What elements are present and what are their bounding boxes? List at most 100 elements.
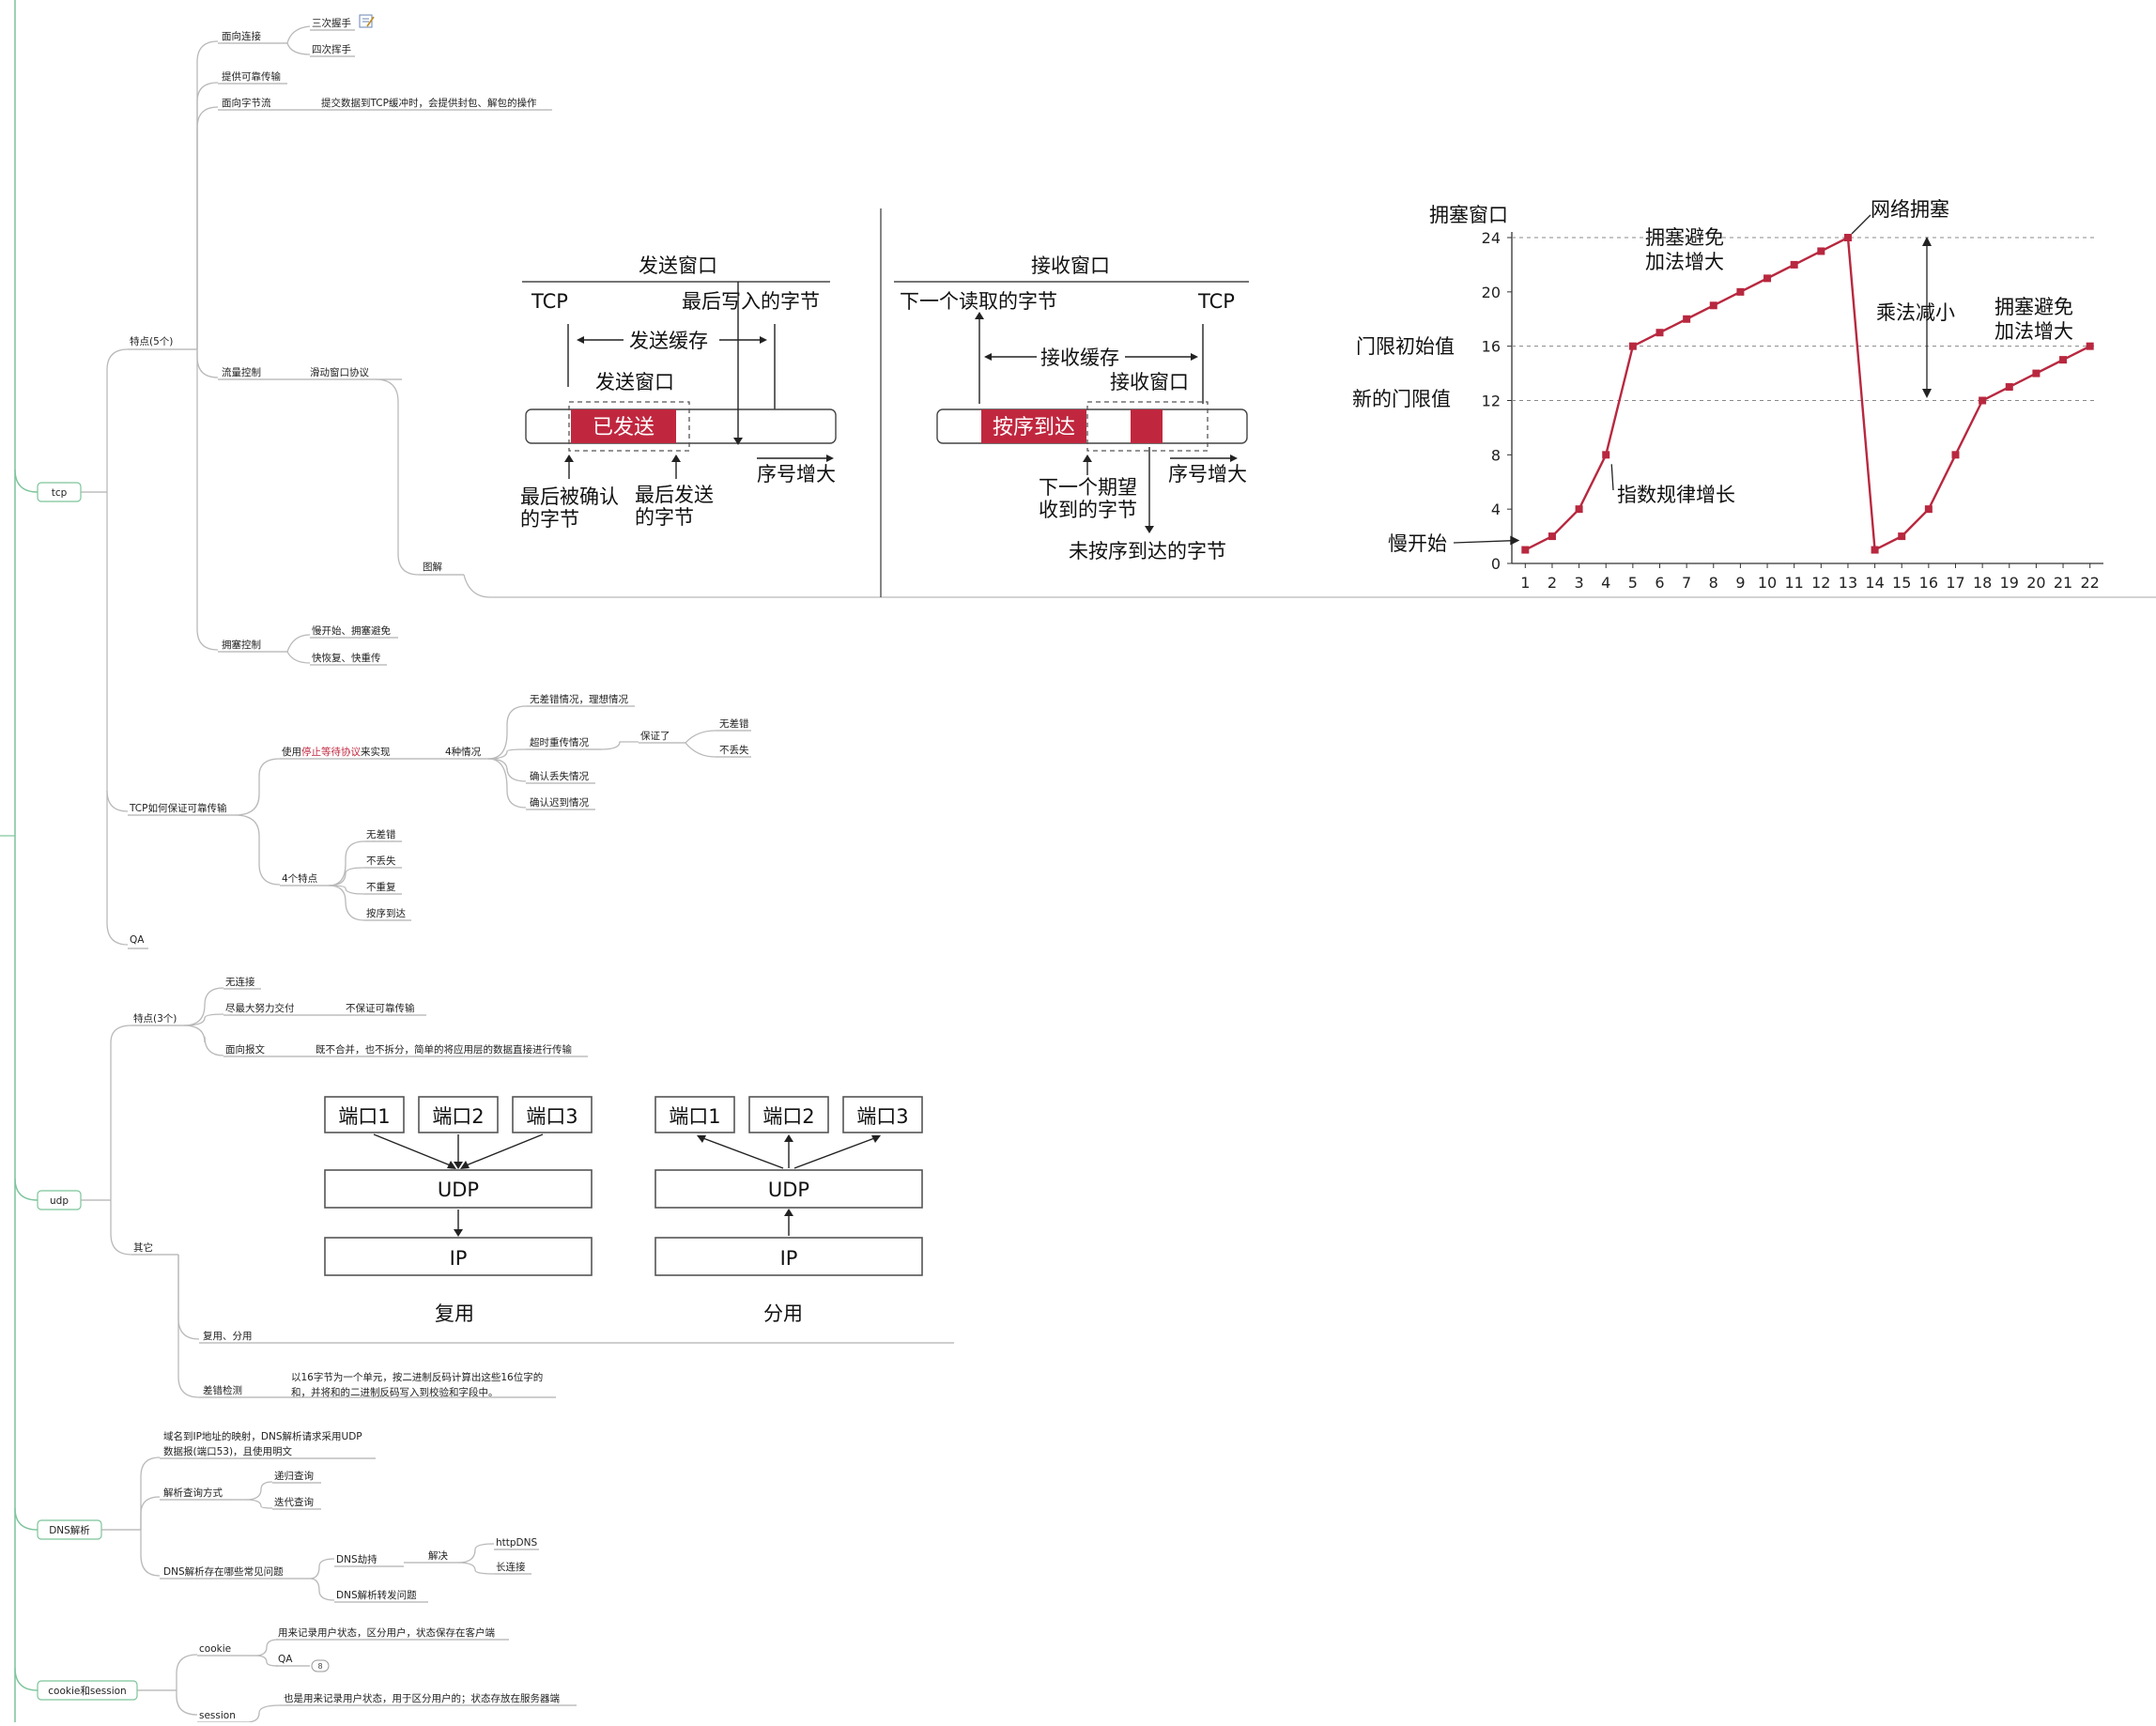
arrow-slow-start bbox=[1453, 539, 1517, 544]
tcp-qa[interactable]: QA bbox=[130, 934, 145, 946]
g2[interactable]: 不丢失 bbox=[719, 744, 749, 756]
seq-inc-2: 序号增大 bbox=[1168, 463, 1247, 485]
x-tick-label-5: 6 bbox=[1655, 574, 1664, 592]
chart-ylabel: 拥塞窗口 bbox=[1429, 204, 1508, 226]
x-tick-label-2: 3 bbox=[1574, 574, 1583, 592]
cookie-label[interactable]: cookie bbox=[199, 1643, 231, 1655]
node-cookie-session[interactable]: cookie和session bbox=[37, 1680, 138, 1701]
ann-new-threshold: 新的门限值 bbox=[1352, 388, 1451, 410]
case1[interactable]: 无差错情况，理想情况 bbox=[530, 693, 628, 705]
tcp-reliable[interactable]: 提供可靠传输 bbox=[222, 70, 281, 83]
tcp-features[interactable]: 特点(5个) bbox=[130, 336, 173, 347]
session-label[interactable]: session bbox=[199, 1710, 236, 1721]
stopwait-label[interactable]: 使用停止等待协议来实现 bbox=[282, 746, 391, 758]
tcp-conn[interactable]: 面向连接 bbox=[222, 30, 261, 42]
tcp-sliding[interactable]: 滑动窗口协议 bbox=[310, 366, 369, 378]
mux-title: 复用 bbox=[435, 1302, 474, 1325]
demux-ip: IP bbox=[780, 1247, 798, 1270]
ann-congestion: 网络拥塞 bbox=[1871, 198, 1949, 221]
tcp-congestion[interactable]: 拥塞控制 bbox=[222, 639, 261, 651]
data-point-7 bbox=[1709, 301, 1717, 310]
udp-features[interactable]: 特点(3个) bbox=[133, 1013, 177, 1025]
data-point-0 bbox=[1521, 546, 1530, 554]
cwnd-series-line bbox=[1524, 236, 2091, 552]
demux-port1: 端口1 bbox=[669, 1105, 720, 1128]
tcp-stream[interactable]: 面向字节流 bbox=[222, 97, 271, 109]
case2[interactable]: 超时重传情况 bbox=[530, 736, 589, 748]
t1[interactable]: 无差错 bbox=[366, 828, 396, 840]
mux-demux-diagram: 端口1 端口2 端口3 UDP IP 复用 端口1 端口2 端口3 UDP IP… bbox=[324, 1096, 923, 1325]
cookie-qa[interactable]: QA bbox=[278, 1654, 293, 1665]
recv-window: 接收窗口 bbox=[1110, 371, 1189, 393]
send-title: 发送窗口 bbox=[639, 254, 717, 277]
dns-m2[interactable]: 迭代查询 bbox=[274, 1496, 314, 1508]
dns-hijack[interactable]: DNS劫持 bbox=[336, 1553, 377, 1565]
y-tick-label-4: 16 bbox=[1482, 338, 1501, 356]
not-in-order: 未按序到达的字节 bbox=[1069, 540, 1226, 562]
data-point-9 bbox=[1763, 274, 1772, 283]
demux-port2: 端口2 bbox=[762, 1105, 814, 1128]
dns-forward[interactable]: DNS解析转发问题 bbox=[336, 1589, 417, 1601]
out-of-order-block bbox=[1131, 409, 1163, 443]
node-tcp[interactable]: tcp bbox=[37, 482, 82, 502]
cookie-desc: 用来记录用户状态，区分用户，状态保存在客户端 bbox=[278, 1626, 495, 1639]
data-point-16 bbox=[1951, 451, 1960, 459]
note-icon[interactable] bbox=[359, 14, 375, 28]
cong1[interactable]: 慢开始、拥塞避免 bbox=[312, 624, 391, 637]
tcp-diagram-label[interactable]: 图解 bbox=[423, 561, 442, 573]
udp-f1[interactable]: 无连接 bbox=[225, 976, 255, 988]
mux-label[interactable]: 复用、分用 bbox=[203, 1330, 253, 1342]
svg-text:udp: udp bbox=[50, 1195, 69, 1207]
four-cases[interactable]: 4种情况 bbox=[445, 746, 482, 758]
t3[interactable]: 不重复 bbox=[366, 881, 396, 893]
dns-problems[interactable]: DNS解析存在哪些常见问题 bbox=[163, 1565, 284, 1578]
tcp-how-reliable[interactable]: TCP如何保证可靠传输 bbox=[129, 802, 227, 814]
x-tick-label-19: 20 bbox=[2026, 574, 2045, 592]
four-traits[interactable]: 4个特点 bbox=[282, 873, 317, 885]
data-point-4 bbox=[1628, 342, 1637, 350]
x-tick-label-6: 7 bbox=[1682, 574, 1691, 592]
dns-solve[interactable]: 解决 bbox=[428, 1549, 448, 1562]
demux-udp: UDP bbox=[768, 1179, 809, 1201]
t4[interactable]: 按序到达 bbox=[366, 907, 406, 919]
checksum[interactable]: 差错检测 bbox=[203, 1384, 242, 1396]
data-point-21 bbox=[2086, 342, 2094, 350]
node-dns[interactable]: DNS解析 bbox=[37, 1519, 102, 1540]
udp-f2[interactable]: 尽最大努力交付 bbox=[225, 1002, 295, 1014]
qa-count-badge[interactable]: 8 bbox=[311, 1659, 330, 1672]
send-window: 发送窗口 bbox=[595, 371, 674, 393]
dns-s2[interactable]: 长连接 bbox=[496, 1561, 526, 1573]
arrow-exp-growth bbox=[1610, 464, 1614, 491]
handshake4[interactable]: 四次挥手 bbox=[312, 43, 351, 55]
svg-text:cookie和session: cookie和session bbox=[48, 1686, 126, 1697]
node-udp[interactable]: udp bbox=[37, 1190, 82, 1210]
g1[interactable]: 无差错 bbox=[719, 717, 749, 730]
case3[interactable]: 确认丢失情况 bbox=[530, 770, 589, 782]
dns-m1[interactable]: 递归查询 bbox=[274, 1470, 314, 1482]
dns-methods[interactable]: 解析查询方式 bbox=[163, 1487, 223, 1499]
tcp-flow[interactable]: 流量控制 bbox=[222, 366, 261, 378]
dns-desc-1[interactable]: 域名到IP地址的映射，DNS解析请求采用UDP bbox=[163, 1430, 362, 1442]
x-tick-label-15: 16 bbox=[1919, 574, 1938, 592]
x-tick-label-9: 10 bbox=[1758, 574, 1777, 592]
data-point-18 bbox=[2005, 383, 2013, 392]
dns-desc-2[interactable]: 数据报(端口53)，且使用明文 bbox=[163, 1445, 293, 1457]
dns-s1[interactable]: httpDNS bbox=[496, 1537, 537, 1549]
x-tick-label-8: 9 bbox=[1735, 574, 1745, 592]
t2[interactable]: 不丢失 bbox=[366, 855, 396, 867]
ann-slow-start: 慢开始 bbox=[1388, 532, 1447, 555]
handshake3[interactable]: 三次握手 bbox=[312, 17, 351, 29]
ann-exp-growth: 指数规律增长 bbox=[1617, 484, 1735, 506]
send-tcp: TCP bbox=[531, 290, 568, 313]
udp-f3[interactable]: 面向报文 bbox=[225, 1043, 265, 1056]
arrowhead-down bbox=[1922, 389, 1932, 398]
cong2[interactable]: 快恢复、快重传 bbox=[312, 652, 381, 664]
session-desc: 也是用来记录用户状态，用于区分用户的；状态存放在服务器端 bbox=[284, 1692, 560, 1704]
x-tick-label-12: 13 bbox=[1839, 574, 1857, 592]
udp-f3-desc: 既不合并，也不拆分，简单的将应用层的数据直接进行传输 bbox=[316, 1043, 572, 1056]
udp-other[interactable]: 其它 bbox=[133, 1241, 153, 1254]
case4[interactable]: 确认迟到情况 bbox=[530, 796, 589, 809]
guarantee[interactable]: 保证了 bbox=[640, 730, 670, 742]
